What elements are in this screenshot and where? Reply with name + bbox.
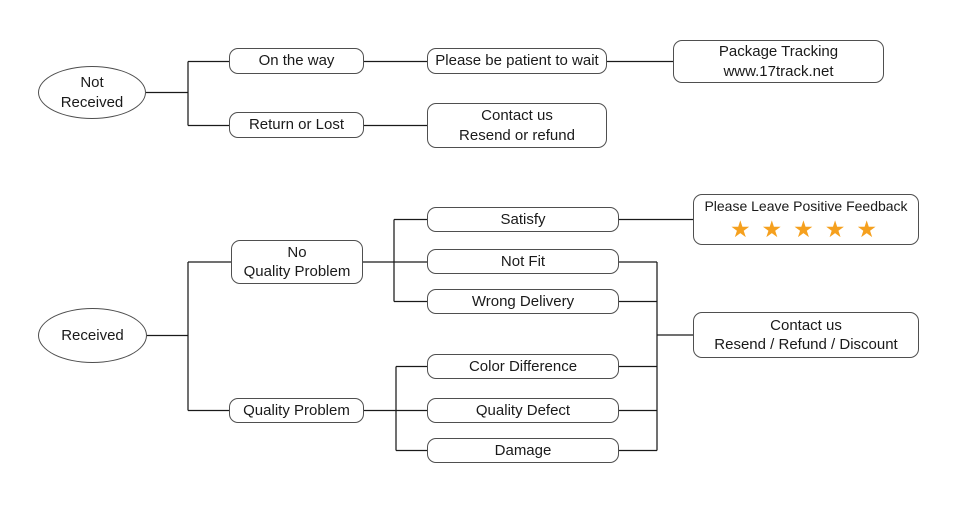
node-label: Resend / Refund / Discount [714, 336, 898, 353]
node-label: Quality Problem [243, 263, 351, 280]
node-label: Contact us [770, 316, 842, 334]
node-label: Wrong Delivery [471, 292, 575, 310]
node-label: Damage [494, 441, 552, 459]
node-color-difference: Color Difference [427, 354, 619, 379]
node-contact-resend-refund: Contact us Resend or refund [427, 103, 607, 148]
node-positive-feedback: Please Leave Positive Feedback ★★★★★ [693, 194, 919, 245]
node-label: Return or Lost [248, 116, 345, 134]
node-label: Please Leave Positive Feedback [704, 198, 908, 215]
node-contact-discount: Contact us Resend / Refund / Discount [693, 312, 919, 358]
node-quality-defect: Quality Defect [427, 398, 619, 423]
node-quality-problem: Quality Problem [229, 398, 364, 423]
node-package-tracking: Package Tracking www.17track.net [673, 40, 884, 83]
node-wrong-delivery: Wrong Delivery [427, 289, 619, 314]
node-label: Satisfy [500, 210, 546, 228]
star-rating-icon: ★★★★★ [729, 215, 889, 242]
node-damage: Damage [427, 438, 619, 463]
node-label: Received [61, 326, 124, 344]
node-label: Color Difference [468, 357, 578, 375]
tracking-url: www.17track.net [723, 62, 834, 80]
node-not-received: Not Received [38, 66, 146, 119]
node-label: Resend or refund [459, 126, 575, 144]
node-label: No [287, 243, 307, 261]
node-not-fit: Not Fit [427, 249, 619, 274]
node-no-quality-problem: No Quality Problem [231, 240, 363, 284]
node-label: Quality Defect [475, 401, 571, 419]
node-label: Contact us [481, 107, 553, 124]
node-label: Package Tracking [718, 43, 839, 60]
node-label: Received [60, 93, 124, 111]
node-label: Please be patient to wait [435, 52, 599, 70]
node-label: On the way [258, 52, 335, 70]
node-label: Quality Problem [243, 401, 350, 419]
node-return-or-lost: Return or Lost [229, 112, 364, 138]
node-received: Received [38, 308, 147, 363]
node-on-the-way: On the way [229, 48, 364, 74]
node-satisfy: Satisfy [427, 207, 619, 232]
node-please-be-patient: Please be patient to wait [427, 48, 607, 74]
node-label: Not [80, 74, 104, 91]
node-label: Not Fit [500, 252, 546, 270]
